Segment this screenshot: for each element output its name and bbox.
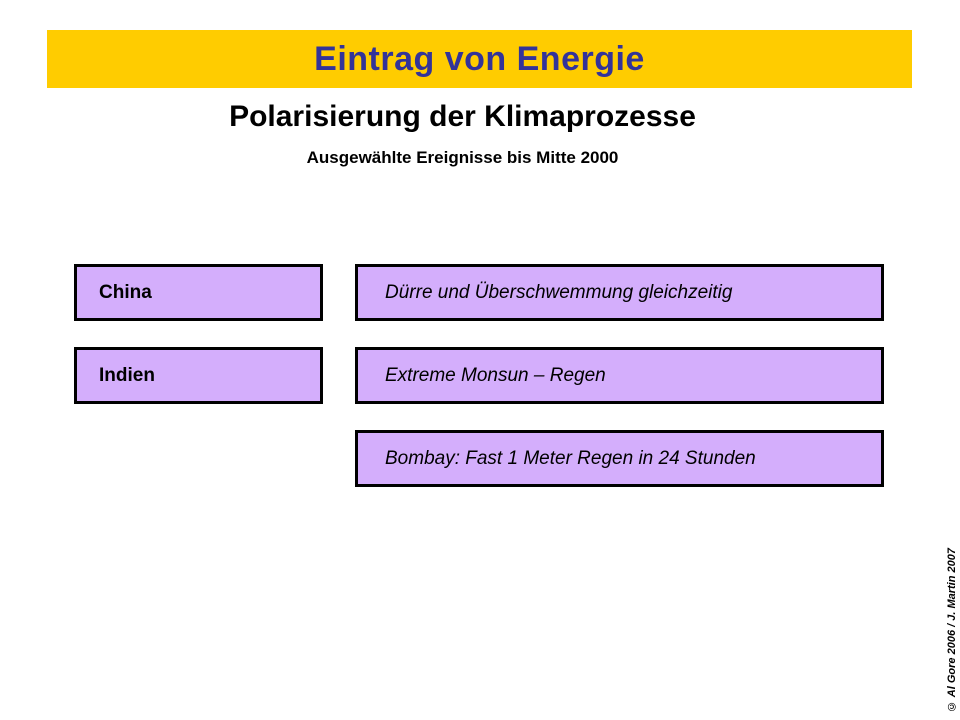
country-box-indien: Indien (74, 347, 323, 404)
headline: Polarisierung der Klimaprozesse (229, 100, 696, 133)
country-label: Indien (99, 364, 155, 386)
event-label: Extreme Monsun – Regen (385, 364, 606, 386)
event-box-indien: Extreme Monsun – Regen (355, 347, 884, 404)
event-label: Bombay: Fast 1 Meter Regen in 24 Stunden (385, 447, 756, 469)
copyright-credit: © Al Gore 2006 / J. Martin 2007 (946, 548, 958, 712)
subheadline: Ausgewählte Ereignisse bis Mitte 2000 (306, 148, 619, 167)
event-box-china: Dürre und Überschwemmung gleichzeitig (355, 264, 884, 321)
title-banner: Eintrag von Energie (47, 30, 912, 88)
country-box-china: China (74, 264, 323, 321)
event-label: Dürre und Überschwemmung gleichzeitig (385, 281, 733, 303)
event-box-bombay: Bombay: Fast 1 Meter Regen in 24 Stunden (355, 430, 884, 487)
country-label: China (99, 281, 152, 303)
page-title: Eintrag von Energie (314, 40, 645, 78)
